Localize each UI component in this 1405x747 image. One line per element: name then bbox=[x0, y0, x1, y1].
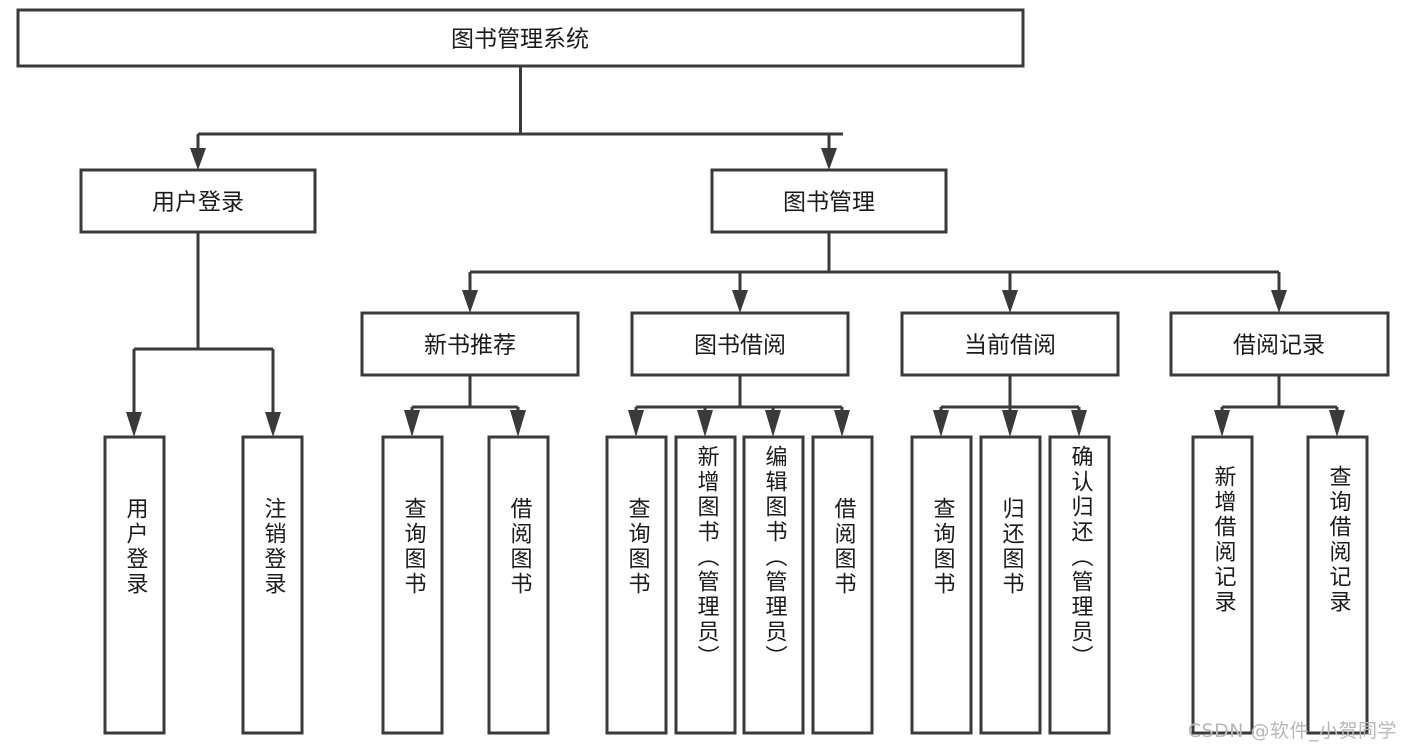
node-leaf-confirm-return[interactable] bbox=[1048, 435, 1111, 735]
arrowhead-leaf-query-book-3 bbox=[933, 410, 949, 437]
node-leaf-borrow-book-2[interactable] bbox=[811, 435, 874, 735]
arrowhead-leaf-edit-book bbox=[765, 410, 781, 437]
arrowhead-leaf-confirm-return bbox=[1071, 410, 1087, 437]
node-leaf-query-book-3[interactable] bbox=[910, 435, 973, 735]
node-leaf-add-record[interactable] bbox=[1191, 435, 1254, 735]
node-layer: 图书管理系统 用户登录 图书管理 新书推荐 图书借阅 当前借阅 借阅记录 bbox=[16, 8, 1390, 735]
node-book-manage-label: 图书管理 bbox=[783, 190, 875, 216]
node-leaf-add-book[interactable] bbox=[674, 435, 737, 735]
node-root[interactable] bbox=[16, 8, 1025, 68]
node-leaf-user-login[interactable] bbox=[103, 435, 166, 735]
arrowhead-new-book-recommend bbox=[462, 290, 478, 313]
arrowhead-leaf-borrow-book-2 bbox=[834, 410, 850, 437]
node-leaf-borrow-book-1[interactable] bbox=[487, 435, 550, 735]
arrowhead-leaf-query-book-2 bbox=[628, 410, 644, 437]
arrowhead-leaf-add-record bbox=[1214, 410, 1230, 437]
connector-layer bbox=[126, 66, 1345, 437]
node-leaf-return-book[interactable] bbox=[979, 435, 1042, 735]
arrowhead-leaf-query-book-1 bbox=[404, 410, 420, 437]
arrowhead-borrow-record bbox=[1271, 290, 1287, 313]
node-user-login-label: 用户登录 bbox=[152, 190, 244, 216]
node-leaf-logout-login[interactable] bbox=[241, 435, 304, 735]
arrowhead-leaf-query-record bbox=[1329, 410, 1345, 437]
node-root-label: 图书管理系统 bbox=[451, 27, 589, 53]
node-user-login[interactable] bbox=[79, 168, 317, 234]
node-book-manage[interactable] bbox=[710, 168, 948, 234]
node-borrow-record-label: 借阅记录 bbox=[1233, 333, 1325, 359]
node-borrow-record[interactable] bbox=[1169, 311, 1390, 377]
arrowhead-book-borrow bbox=[732, 290, 748, 313]
node-current-borrow-label: 当前借阅 bbox=[964, 333, 1056, 359]
arrowhead-leaf-user-login bbox=[126, 412, 142, 437]
csdn-watermark: CSDN @软件_小贺同学 bbox=[1187, 720, 1397, 742]
arrowhead-user-login bbox=[190, 148, 206, 170]
node-book-borrow[interactable] bbox=[630, 311, 850, 377]
arrowhead-leaf-logout-login bbox=[265, 412, 281, 437]
arrowhead-leaf-add-book bbox=[697, 410, 713, 437]
node-leaf-query-book-2[interactable] bbox=[605, 435, 668, 735]
node-leaf-edit-book[interactable] bbox=[742, 435, 805, 735]
node-new-book-recommend[interactable] bbox=[360, 311, 580, 377]
arrowhead-book-manage bbox=[821, 148, 837, 170]
node-leaf-query-book-1[interactable] bbox=[381, 435, 444, 735]
arrowhead-leaf-borrow-book-1 bbox=[510, 410, 526, 437]
arrowhead-leaf-return-book bbox=[1002, 410, 1018, 437]
node-new-book-recommend-label: 新书推荐 bbox=[424, 333, 516, 359]
node-book-borrow-label: 图书借阅 bbox=[694, 333, 786, 359]
arrowhead-current-borrow bbox=[1002, 290, 1018, 313]
node-current-borrow[interactable] bbox=[900, 311, 1120, 377]
node-leaf-query-record[interactable] bbox=[1306, 435, 1369, 735]
